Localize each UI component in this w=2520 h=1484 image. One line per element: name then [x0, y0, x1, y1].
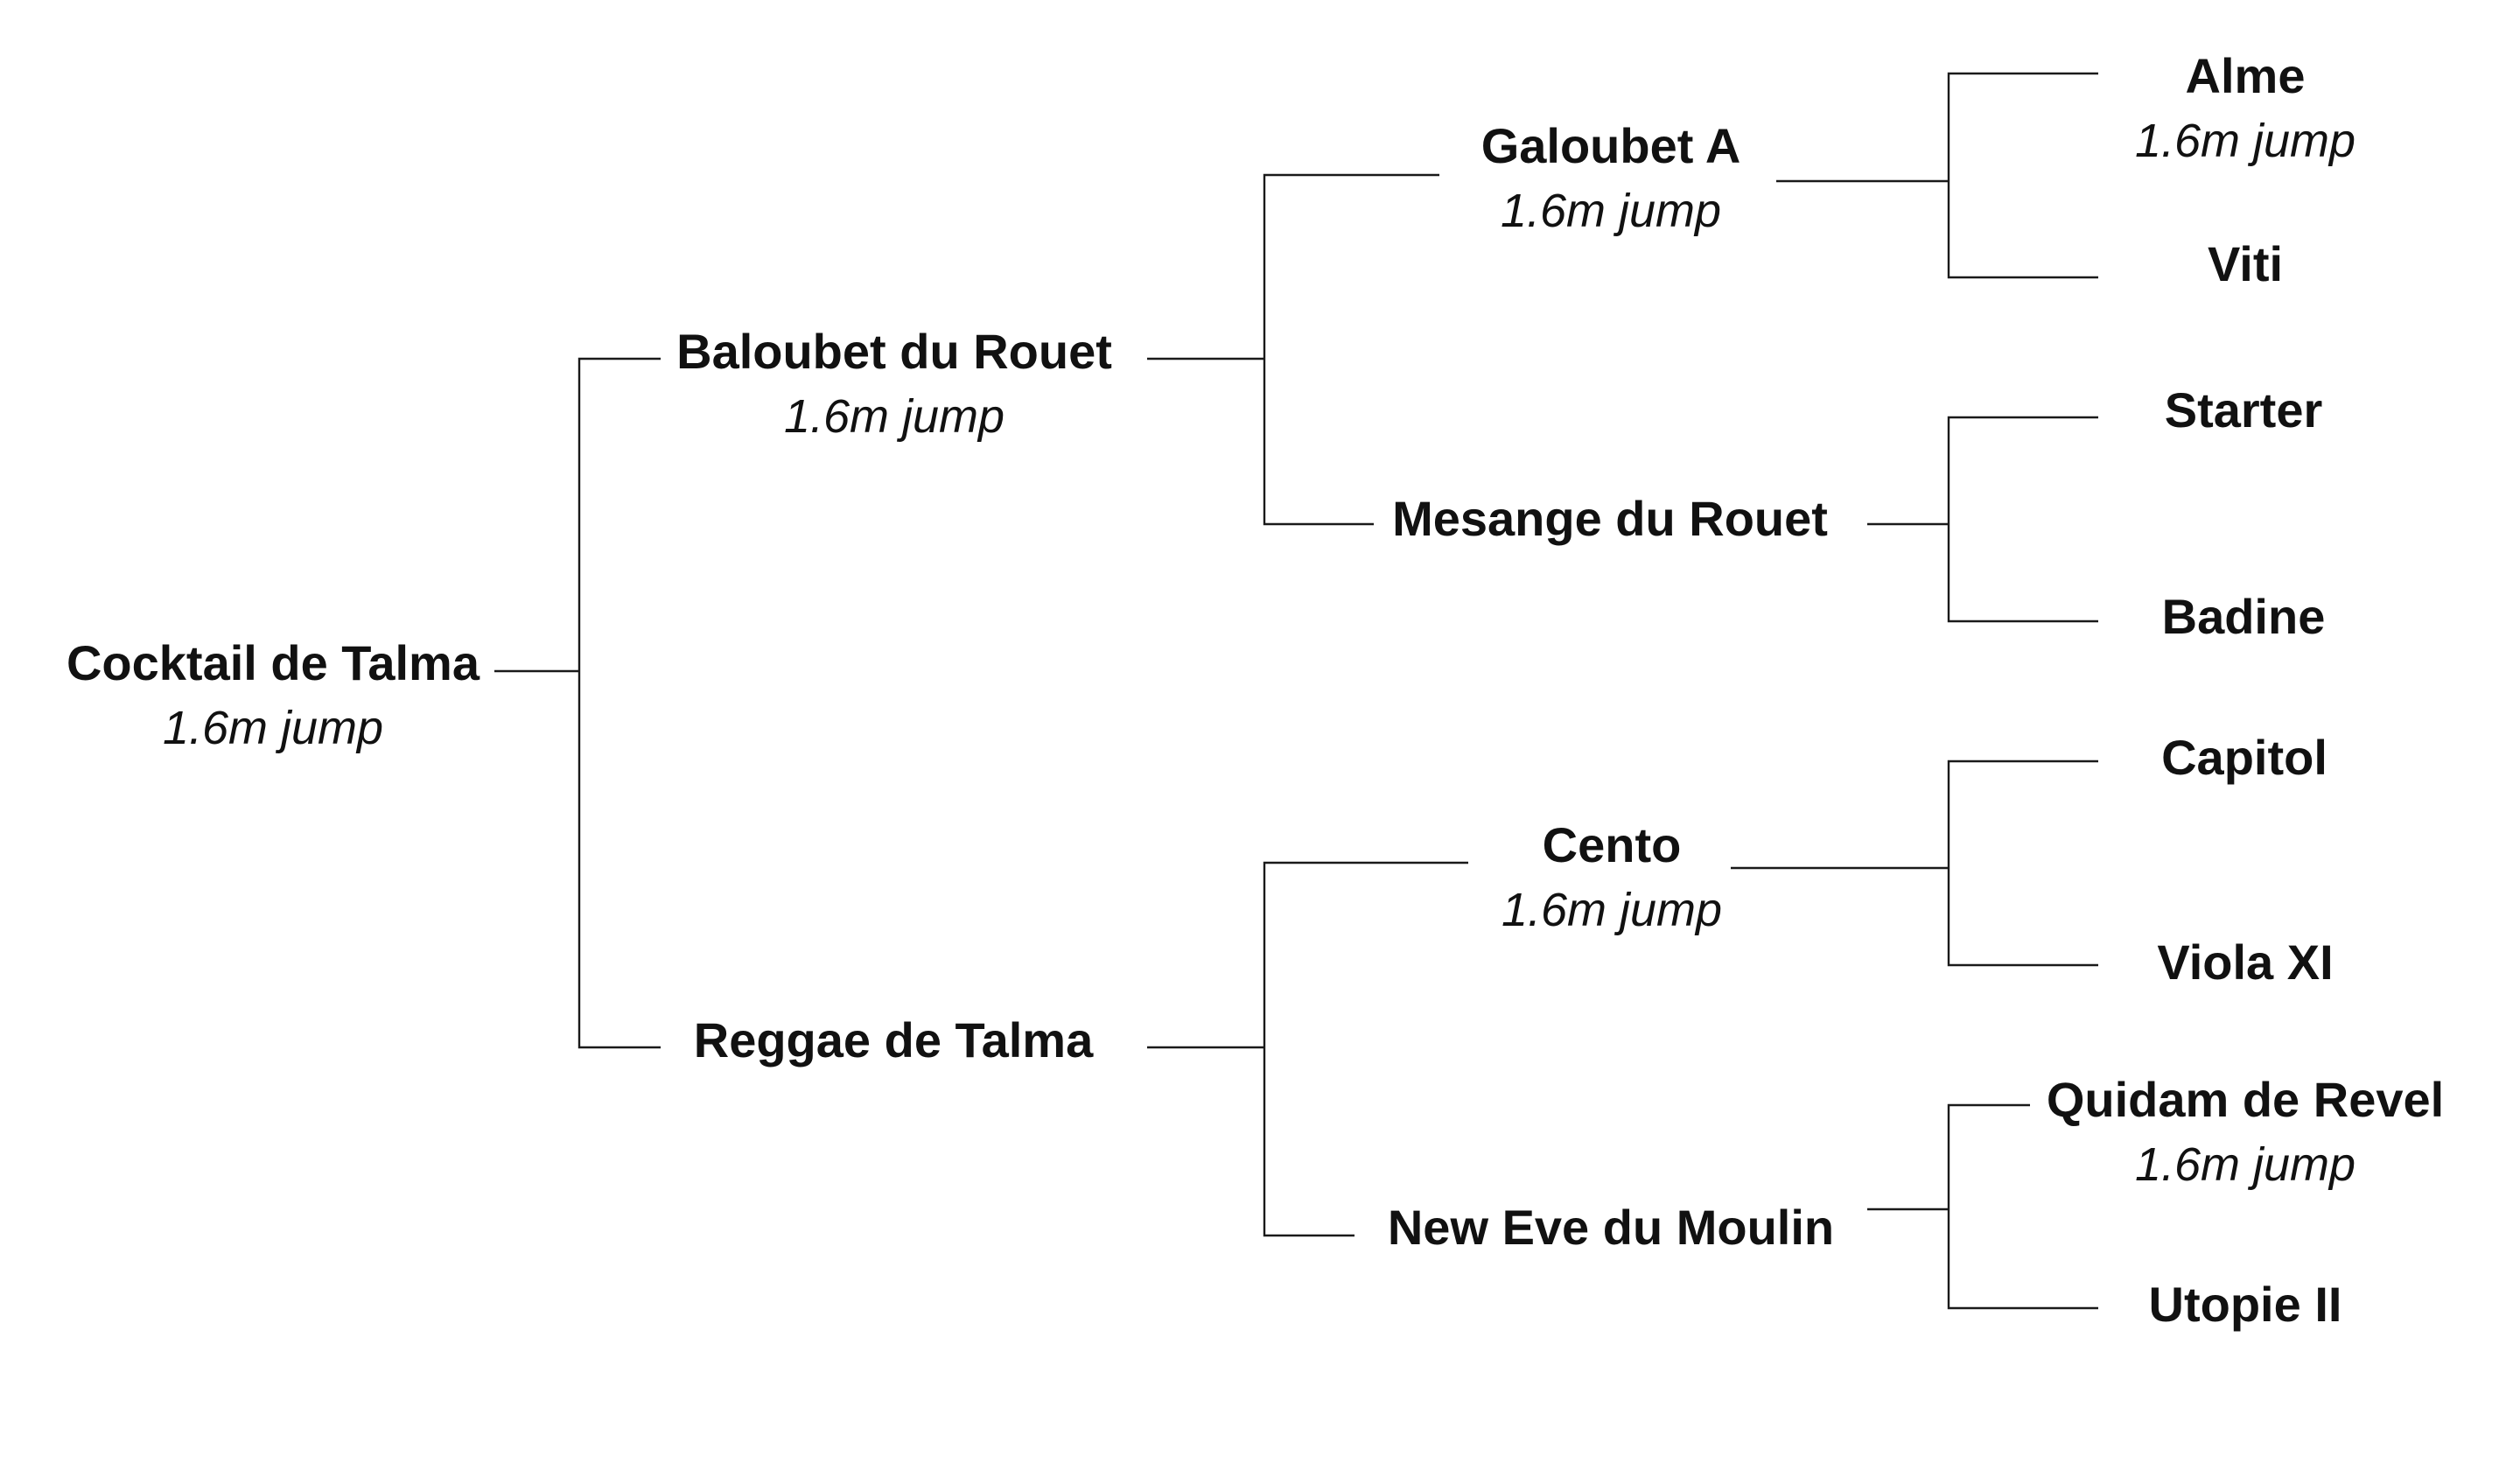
horse-starter: Starter — [2165, 382, 2323, 438]
horse-galoubet-a: Galoubet A 1.6m jump — [1481, 118, 1741, 237]
connector-parents-baloubet-du-rouet — [1263, 173, 1439, 526]
horse-note: 1.6m jump — [2135, 1138, 2356, 1191]
horse-quidam-de-revel: Quidam de Revel 1.6m jump — [2047, 1072, 2444, 1191]
horse-capitol: Capitol — [2161, 730, 2328, 785]
horse-name: Badine — [2162, 589, 2326, 644]
horse-mesange-du-rouet: Mesange du Rouet — [1392, 491, 1828, 546]
horse-name: Reggae de Talma — [694, 1012, 1094, 1068]
horse-name: Cento — [1543, 817, 1682, 872]
horse-cocktail-de-talma: Cocktail de Talma 1.6m jump — [66, 635, 480, 754]
horse-name: Utopie II — [2149, 1277, 2342, 1332]
horse-name: Quidam de Revel — [2047, 1072, 2444, 1127]
horse-name: Galoubet A — [1481, 118, 1741, 173]
connector-parents-cento — [1947, 760, 2098, 967]
horse-note: 1.6m jump — [784, 390, 1004, 443]
horse-name: Viola XI — [2157, 934, 2333, 990]
connector-parents-galoubet-a — [1947, 72, 2098, 279]
connector-parents-new-eve-du-moulin — [1947, 1103, 2098, 1310]
horse-viola-xi: Viola XI — [2157, 934, 2333, 990]
horse-note: 1.6m jump — [1501, 185, 1721, 237]
horse-baloubet-du-rouet: Baloubet du Rouet 1.6m jump — [676, 324, 1112, 443]
horse-reggae-de-talma: Reggae de Talma — [694, 1012, 1094, 1068]
connector-parents-mesange-du-rouet — [1947, 416, 2098, 623]
horse-cento: Cento 1.6m jump — [1502, 817, 1722, 936]
horse-name: Mesange du Rouet — [1392, 491, 1828, 546]
connector-lines — [494, 72, 2098, 1310]
horse-badine: Badine — [2162, 589, 2326, 644]
horse-note: 1.6m jump — [163, 702, 383, 754]
horse-name: New Eve du Moulin — [1388, 1200, 1834, 1255]
horse-note: 1.6m jump — [1502, 884, 1722, 936]
horse-name: Viti — [2208, 236, 2283, 291]
connector-parents-cocktail-de-talma — [578, 357, 661, 1049]
connector-parents-reggae-de-talma — [1263, 861, 1468, 1237]
horse-name: Cocktail de Talma — [66, 635, 480, 690]
horse-note: 1.6m jump — [2135, 115, 2356, 167]
horse-new-eve-du-moulin: New Eve du Moulin — [1388, 1200, 1834, 1255]
horse-name: Alme — [2186, 48, 2306, 103]
horse-name: Baloubet du Rouet — [676, 324, 1112, 379]
horse-name: Capitol — [2161, 730, 2328, 785]
horse-alme: Alme 1.6m jump — [2135, 48, 2356, 167]
horse-viti: Viti — [2208, 236, 2283, 291]
horse-utopie-ii: Utopie II — [2149, 1277, 2342, 1332]
horse-name: Starter — [2165, 382, 2323, 438]
